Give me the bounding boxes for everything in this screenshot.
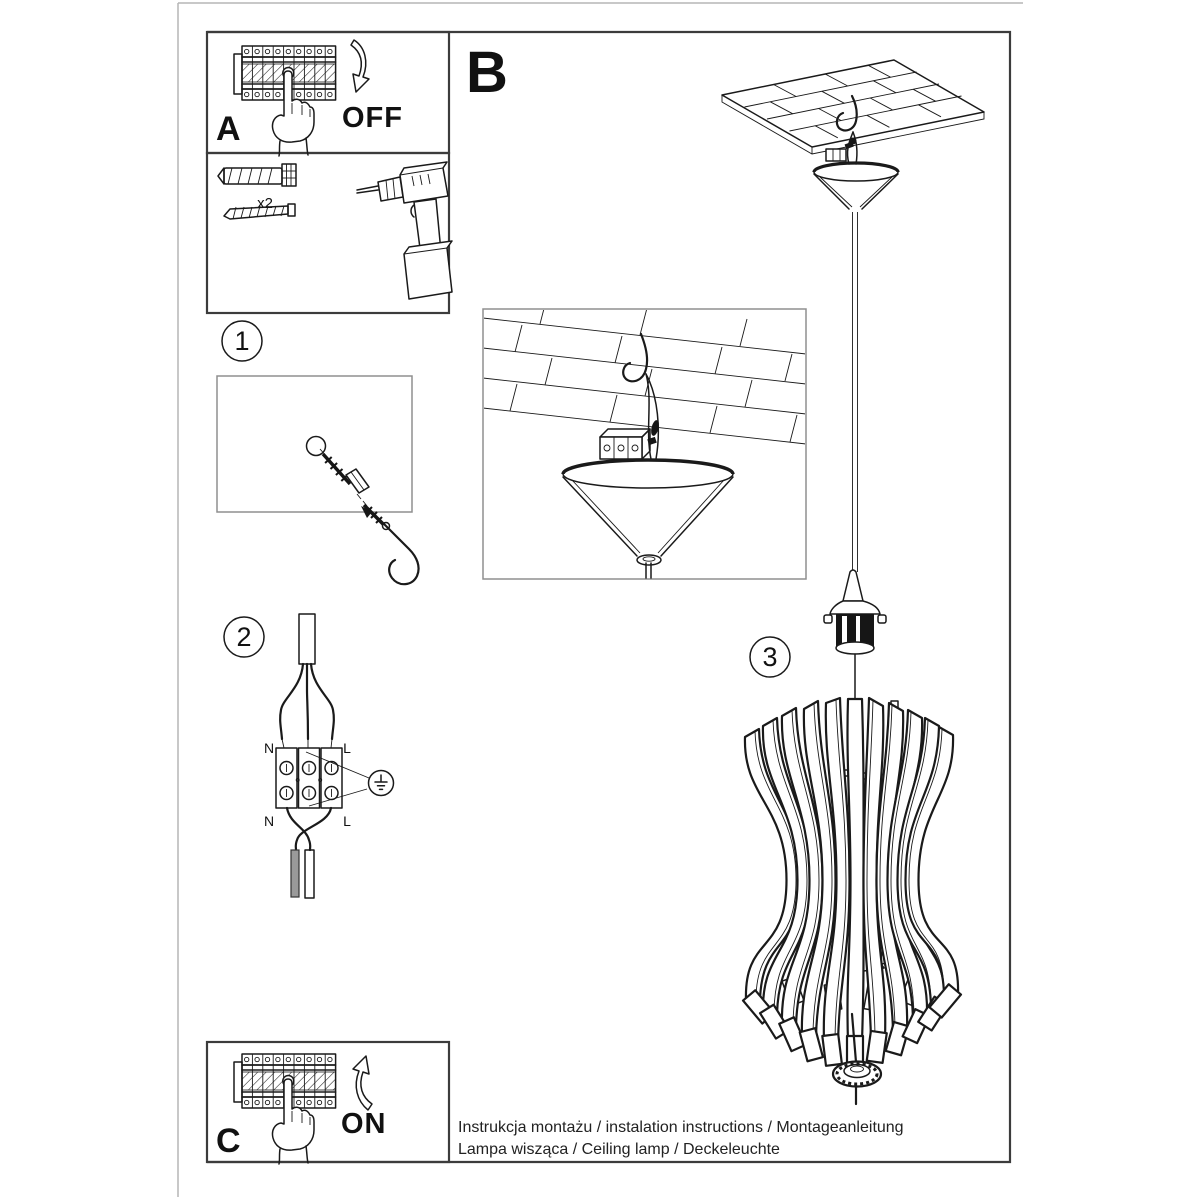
on-label: ON	[341, 1108, 387, 1140]
tools-panel: x2	[217, 161, 453, 300]
step-1-number: 1	[234, 326, 249, 356]
inset-connector-icon	[599, 373, 660, 460]
footer: Instrukcja montażu / instalation instruc…	[458, 1119, 904, 1158]
inset-canopy-icon	[561, 458, 735, 579]
screw-icon	[223, 203, 296, 220]
anchor-screw-icon	[321, 452, 370, 507]
ground-symbol-icon	[305, 751, 395, 807]
hook-icon	[835, 94, 858, 132]
connector-icon	[825, 131, 858, 165]
wall-plug-icon	[217, 163, 297, 187]
footer-line-1: Instrukcja montażu / instalation instruc…	[458, 1119, 904, 1136]
panel-c: C ON	[216, 1053, 387, 1165]
lampshade-icon	[741, 696, 963, 1068]
step-3-number: 3	[762, 642, 777, 672]
shade-slats	[743, 696, 960, 1044]
step-1: 1	[216, 320, 420, 586]
footer-line-2: Lampa wisząca / Ceiling lamp / Deckeleuc…	[458, 1141, 780, 1158]
ceiling-hook-icon	[378, 518, 420, 586]
drill-hole-panel	[216, 375, 413, 513]
panel-c-label: C	[216, 1122, 241, 1160]
inset-hook-icon	[622, 332, 649, 383]
terminal-label-n-bottom: N	[264, 813, 274, 829]
ceiling-icon	[721, 59, 985, 155]
page-edge-lines	[177, 2, 1023, 1197]
terminal-label-l-bottom: L	[343, 813, 351, 829]
lamp-socket-icon	[823, 569, 887, 700]
off-label: OFF	[342, 102, 403, 134]
off-arrow-icon	[350, 39, 370, 93]
lamp-wires-icon	[285, 806, 333, 899]
step-1-badge	[221, 320, 263, 362]
insertion-arrow-icon	[361, 506, 372, 518]
step-2-number: 2	[236, 622, 251, 652]
drill-icon	[356, 161, 453, 300]
finial-icon	[831, 1012, 883, 1106]
canopy-icon	[812, 161, 900, 210]
hanging-assembly	[721, 59, 985, 700]
mains-cable-icon	[279, 613, 335, 749]
step-2: 2 N L N L	[223, 613, 395, 899]
terminal-label-l-top: L	[343, 740, 351, 756]
inset-ceiling-icon	[484, 310, 805, 445]
step-2-badge	[223, 616, 265, 658]
shade-bottom-fan	[741, 983, 963, 1068]
on-arrow-icon	[352, 1055, 373, 1111]
panel-c-box	[205, 1040, 451, 1164]
step-3: 3	[741, 636, 963, 1106]
tools-panel-box	[205, 151, 451, 315]
terminal-label-n-top: N	[264, 740, 274, 756]
step-3-badge	[749, 636, 791, 678]
main-frame	[205, 30, 1012, 1164]
panel-a-label: A	[216, 110, 241, 148]
section-b-label: B	[466, 40, 508, 105]
panel-a: A OFF	[216, 39, 403, 157]
ceiling-detail-inset	[482, 308, 807, 580]
pendant-cord-icon	[852, 212, 858, 572]
